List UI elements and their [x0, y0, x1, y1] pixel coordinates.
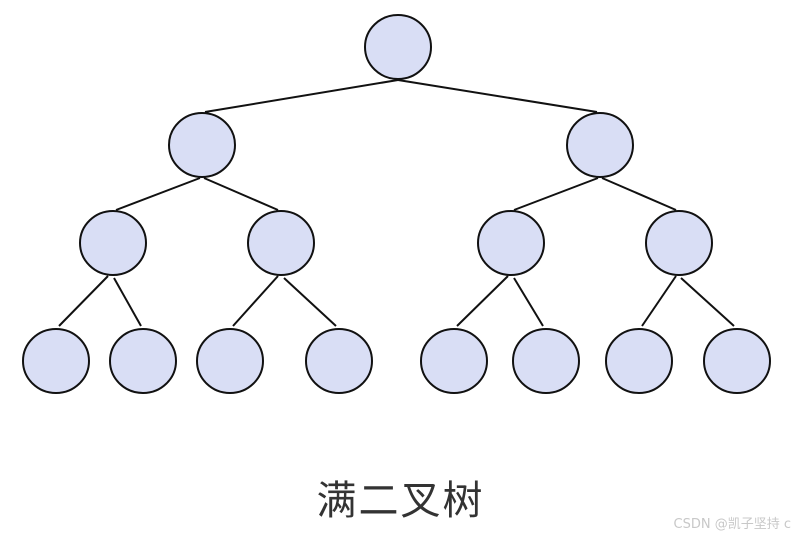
tree-node-4: [79, 210, 147, 276]
tree-edges: [58, 79, 735, 327]
tree-edge-11: [456, 275, 509, 327]
tree-node-3: [566, 112, 634, 178]
tree-node-1: [364, 14, 432, 80]
tree-node-15: [703, 328, 771, 394]
tree-edge-4: [203, 177, 279, 211]
watermark: CSDN @凯子坚持 c: [673, 517, 791, 532]
tree-nodes: [22, 14, 771, 394]
tree-edge-10: [283, 277, 337, 327]
tree-edge-14: [680, 277, 735, 327]
tree-edge-3: [115, 177, 201, 211]
tree-node-11: [305, 328, 373, 394]
tree-node-8: [22, 328, 90, 394]
tree-edge-6: [601, 177, 677, 211]
tree-edge-2: [397, 79, 598, 113]
tree-node-9: [109, 328, 177, 394]
tree-node-14: [605, 328, 673, 394]
tree-node-7: [645, 210, 713, 276]
tree-edge-12: [513, 277, 544, 327]
tree-node-10: [196, 328, 264, 394]
tree-node-12: [420, 328, 488, 394]
tree-edge-9: [232, 275, 279, 327]
diagram-caption: 满二叉树: [316, 478, 485, 524]
tree-edge-5: [513, 177, 599, 211]
tree-edge-8: [113, 277, 142, 327]
tree-node-6: [477, 210, 545, 276]
tree-edge-7: [58, 275, 109, 327]
tree-node-13: [512, 328, 580, 394]
tree-edge-1: [204, 79, 399, 113]
tree-edge-13: [641, 275, 677, 327]
tree-node-5: [247, 210, 315, 276]
tree-node-2: [168, 112, 236, 178]
